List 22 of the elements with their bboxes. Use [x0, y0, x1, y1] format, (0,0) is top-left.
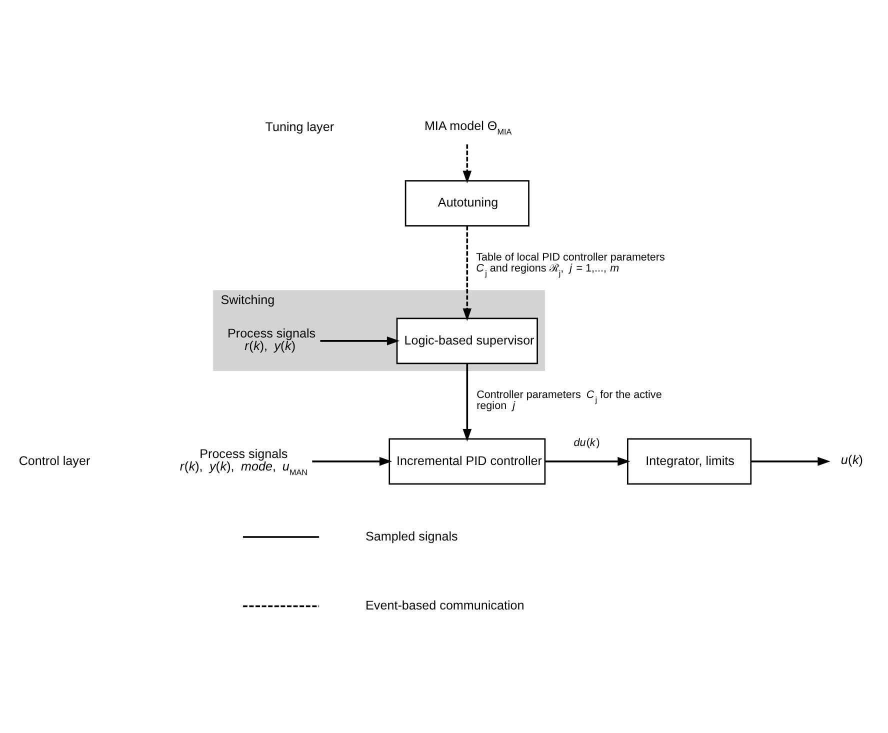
node-box: Incremental PID controller	[388, 438, 546, 484]
node-box: Integrator, limits	[627, 438, 752, 484]
node-text: Process signals r(k), y(k)	[227, 326, 316, 353]
legend-label: Sampled signals	[366, 528, 458, 543]
legend-label: Event-based communication	[366, 598, 524, 612]
node-box: Autotuning	[404, 180, 530, 226]
arrow	[320, 336, 400, 345]
arrow	[462, 363, 472, 442]
arrow	[462, 144, 472, 183]
arrow	[750, 456, 830, 466]
arrow	[545, 456, 630, 466]
edge-label: Table of local PID controller parameters C$_{j}$ and regions ℛ$_{j}$, j = 1,..., m	[476, 251, 665, 278]
arrow	[312, 456, 392, 466]
node-text: Process signals r(k), y(k), mode, u$_{MAN}$	[180, 446, 308, 477]
node-box: Logic-based supervisor	[396, 317, 538, 364]
node-text: MIA model Θ$_{MIA}$	[424, 118, 512, 136]
arrow	[462, 226, 472, 320]
edge-label: Controller parameters C$_{j}$ for the active region j	[476, 388, 662, 412]
edge-label: du(k)	[574, 436, 600, 449]
label: Tuning layer	[265, 120, 334, 134]
node-text: u(k)	[840, 452, 864, 466]
label: Control layer	[18, 453, 90, 468]
